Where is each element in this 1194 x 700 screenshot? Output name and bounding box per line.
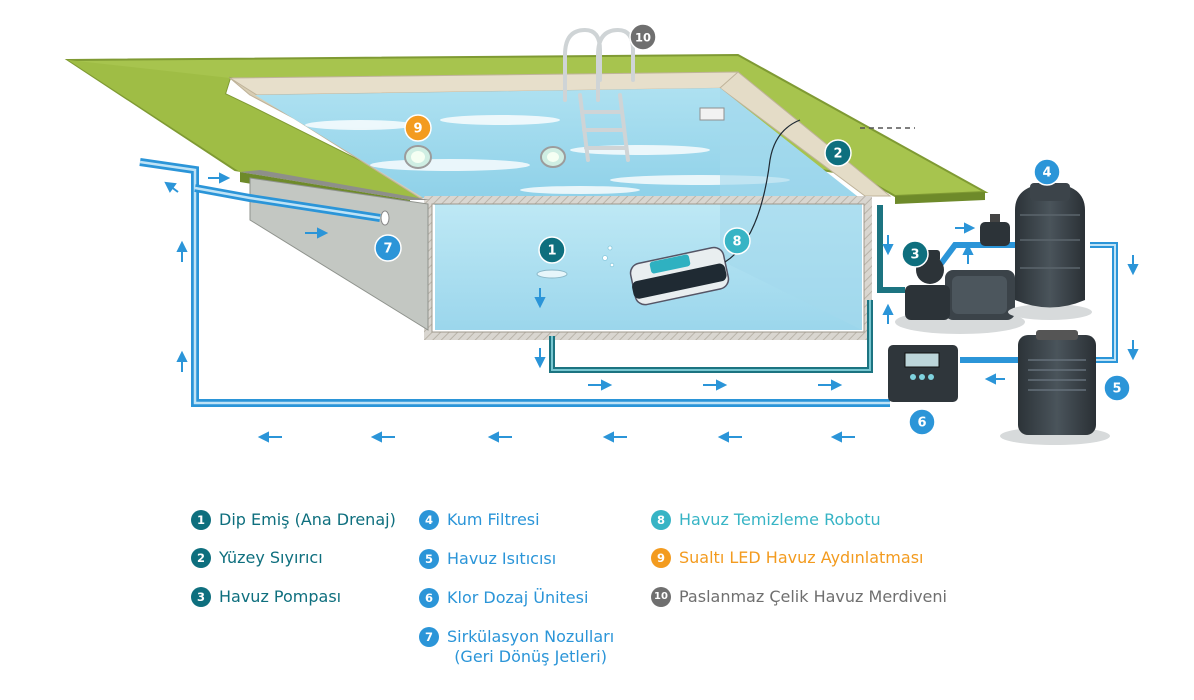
chlorine-dosing-unit bbox=[888, 345, 958, 402]
marker-3-num: 3 bbox=[910, 248, 919, 263]
marker-1: 1 bbox=[538, 236, 566, 264]
marker-10: 10 bbox=[629, 23, 657, 51]
ground-left-top bbox=[240, 170, 430, 200]
marker-9-num: 9 bbox=[413, 122, 422, 137]
legend-badge-7: 7 bbox=[419, 627, 439, 647]
legend-badge-1: 1 bbox=[191, 510, 211, 530]
arrow-top-left bbox=[208, 172, 231, 184]
arrow-drain-down-2 bbox=[534, 348, 546, 369]
marker-10-num: 10 bbox=[635, 31, 651, 45]
pool-right-wall bbox=[720, 88, 862, 330]
arrow-drain-down-1 bbox=[534, 288, 546, 309]
legend-item-4: 4 Kum Filtresi bbox=[419, 510, 540, 530]
legend-item-1: 1 Dip Emiş (Ana Drenaj) bbox=[191, 510, 396, 530]
sand-filter bbox=[980, 183, 1092, 320]
legend-badge-3: 3 bbox=[191, 587, 211, 607]
legend-sublabel-7: (Geri Dönüş Jetleri) bbox=[454, 647, 607, 666]
arrow-drain-1 bbox=[588, 379, 613, 391]
legend-label-5: Havuz Isıtıcısı bbox=[447, 549, 557, 568]
legend-item-3: 3 Havuz Pompası bbox=[191, 587, 341, 607]
legend-item-10: 10 Paslanmaz Çelik Havuz Merdiveni bbox=[651, 587, 947, 607]
legend-badge-2: 2 bbox=[191, 548, 211, 568]
arrow-up-left-1 bbox=[176, 240, 188, 262]
legend-label-2: Yüzey Sıyırıcı bbox=[219, 548, 323, 567]
arrow-drain-3 bbox=[818, 379, 843, 391]
led-light-2 bbox=[540, 146, 566, 168]
legend-badge-8: 8 bbox=[651, 510, 671, 530]
arrow-bottom-6 bbox=[830, 431, 855, 443]
led-light-1 bbox=[404, 145, 432, 169]
arrow-skim-down bbox=[882, 235, 894, 256]
marker-7-num: 7 bbox=[383, 242, 392, 257]
arrow-bottom-2 bbox=[370, 431, 395, 443]
arrow-jet bbox=[305, 227, 329, 239]
marker-5: 5 bbox=[1103, 374, 1131, 402]
grass-left bbox=[68, 60, 430, 200]
arrow-filter-in bbox=[955, 222, 976, 234]
return-jet bbox=[380, 210, 390, 226]
legend-label-1: Dip Emiş (Ana Drenaj) bbox=[219, 510, 396, 529]
arrow-bottom-4 bbox=[602, 431, 627, 443]
marker-4: 4 bbox=[1033, 158, 1061, 186]
marker-7: 7 bbox=[374, 234, 402, 262]
legend-item-8: 8 Havuz Temizleme Robotu bbox=[651, 510, 881, 530]
marker-8-num: 8 bbox=[732, 235, 741, 250]
marker-6: 6 bbox=[908, 408, 936, 436]
arrow-to-chlor bbox=[984, 373, 1005, 385]
legend-badge-9: 9 bbox=[651, 548, 671, 568]
legend-label-3: Havuz Pompası bbox=[219, 587, 342, 606]
arrow-bottom-1 bbox=[257, 431, 282, 443]
pipes bbox=[139, 158, 1118, 407]
legend-label-4: Kum Filtresi bbox=[447, 510, 540, 529]
flow-arrows bbox=[164, 172, 1139, 443]
arrow-right-down-1 bbox=[1127, 255, 1139, 276]
legend-item-9: 9 Sualtı LED Havuz Aydınlatması bbox=[651, 548, 923, 568]
ladder bbox=[563, 27, 635, 162]
legend-badge-4: 4 bbox=[419, 510, 439, 530]
pool-diagram: 1 2 3 4 5 6 7 8 9 10 bbox=[64, 23, 1139, 445]
marker-2: 2 bbox=[824, 139, 852, 167]
legend-item-2: 2 Yüzey Sıyırıcı bbox=[191, 548, 323, 568]
marker-3: 3 bbox=[901, 240, 929, 268]
main-drain bbox=[536, 269, 568, 279]
pool-heater bbox=[1000, 330, 1110, 445]
cleaning-robot bbox=[629, 119, 801, 306]
arrow-diag bbox=[164, 181, 179, 193]
legend-item-6: 6 Klor Dozaj Ünitesi bbox=[419, 588, 588, 608]
marker-5-num: 5 bbox=[1112, 382, 1121, 397]
legend-label-7: Sirkülasyon Nozulları bbox=[447, 627, 615, 646]
legend-label-9: Sualtı LED Havuz Aydınlatması bbox=[679, 548, 924, 567]
legend-badge-5: 5 bbox=[419, 549, 439, 569]
pool-pump bbox=[895, 250, 1025, 334]
legend-label-8: Havuz Temizleme Robotu bbox=[679, 510, 881, 529]
marker-1-num: 1 bbox=[547, 244, 556, 259]
marker-2-num: 2 bbox=[833, 147, 842, 162]
grass-edge-right bbox=[895, 192, 985, 204]
arrow-bottom-3 bbox=[487, 431, 512, 443]
bubbles bbox=[602, 245, 615, 268]
arrow-right-down-2 bbox=[1127, 340, 1139, 361]
legend-label-10: Paslanmaz Çelik Havuz Merdiveni bbox=[679, 587, 947, 606]
marker-6-num: 6 bbox=[917, 416, 926, 431]
arrow-drain-2 bbox=[703, 379, 728, 391]
marker-8: 8 bbox=[723, 227, 751, 255]
marker-4-num: 4 bbox=[1042, 166, 1051, 181]
skimmer-box bbox=[699, 107, 725, 121]
legend-item-7: 7 Sirkülasyon Nozulları (Geri Dönüş Jetl… bbox=[419, 627, 614, 667]
marker-9: 9 bbox=[404, 114, 432, 142]
arrow-up-left-2 bbox=[176, 350, 188, 372]
arrow-bottom-5 bbox=[717, 431, 742, 443]
legend-label-6: Klor Dozaj Ünitesi bbox=[447, 588, 589, 607]
legend-badge-6: 6 bbox=[419, 588, 439, 608]
legend-badge-10: 10 bbox=[651, 587, 671, 607]
arrow-filter-up bbox=[962, 243, 974, 264]
legend-item-5: 5 Havuz Isıtıcısı bbox=[419, 549, 556, 569]
water-ripples bbox=[305, 115, 790, 194]
arrow-pump-up bbox=[882, 303, 894, 324]
